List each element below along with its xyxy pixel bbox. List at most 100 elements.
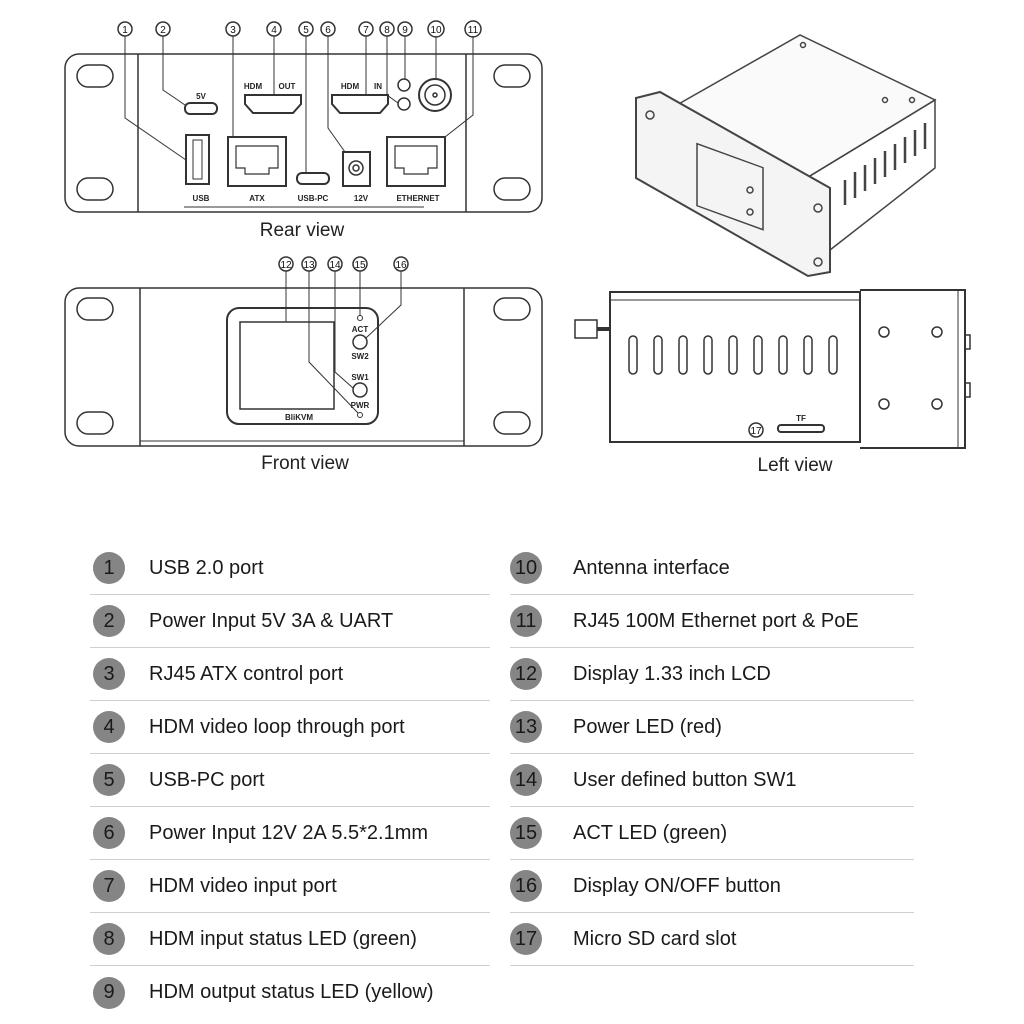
- mount-hole: [76, 177, 114, 201]
- isometric-view: [635, 34, 937, 278]
- legend-item: 3 RJ45 ATX control port: [90, 648, 490, 701]
- legend-text: RJ45 100M Ethernet port & PoE: [573, 609, 859, 632]
- lcd-screen: [239, 321, 335, 410]
- label-pwr: PWR: [351, 401, 370, 410]
- callout-1: 1: [122, 25, 128, 36]
- legend-text: Power Input 5V 3A & UART: [149, 609, 394, 632]
- legend-text: HDM video input port: [149, 874, 337, 897]
- legend-item: 16 Display ON/OFF button: [510, 860, 914, 913]
- callout-8: 8: [384, 25, 390, 36]
- label-hdmi-in-a: HDM: [341, 82, 360, 91]
- number-badge: 16: [510, 870, 542, 902]
- sw1-button: [352, 382, 368, 398]
- number-badge: 14: [510, 764, 542, 796]
- number-badge: 8: [93, 923, 125, 955]
- number-badge: 9: [93, 976, 125, 1009]
- usb-c-pc-port: [296, 172, 330, 185]
- rear-view: 5V USB ATX HDM OUT USB-PC 12V HDM IN ETH…: [64, 20, 543, 241]
- callout-7: 7: [363, 25, 369, 36]
- callout-6: 6: [325, 25, 331, 36]
- number-badge: 1: [93, 552, 125, 584]
- number-badge: 6: [93, 817, 125, 849]
- antenna-connector: [418, 78, 452, 112]
- number-badge: 3: [93, 658, 125, 690]
- legend-text: Power LED (red): [573, 715, 722, 738]
- legend-item: 14 User defined button SW1: [510, 754, 914, 807]
- label-usb: USB: [193, 194, 210, 203]
- rj45-atx-port: [227, 136, 287, 187]
- left-view-caption: Left view: [758, 455, 833, 476]
- legend-text: USB 2.0 port: [149, 556, 264, 579]
- label-hdmi-in-b: IN: [374, 82, 382, 91]
- number-badge: 4: [93, 711, 125, 743]
- usb-c-5v-port: [184, 102, 218, 115]
- callout-17: 17: [750, 426, 762, 437]
- label-usb-pc: USB-PC: [298, 194, 329, 203]
- legend-item: 10 Antenna interface: [510, 542, 914, 595]
- number-badge: 5: [93, 764, 125, 796]
- callout-9: 9: [402, 25, 408, 36]
- callout-14: 14: [329, 260, 341, 271]
- label-hdmi-out-b: OUT: [279, 82, 296, 91]
- legend-text: Display 1.33 inch LCD: [573, 662, 771, 685]
- label-ethernet: ETHERNET: [396, 194, 439, 203]
- rj45-ethernet-port: [386, 136, 446, 187]
- usb-a-port: [185, 134, 210, 185]
- legend-item: 15 ACT LED (green): [510, 807, 914, 860]
- legend-item: 7 HDM video input port: [90, 860, 490, 913]
- left-side-body: [609, 291, 861, 443]
- mount-hole: [493, 64, 531, 88]
- label-act: ACT: [352, 325, 369, 334]
- hdmi-output-led: [397, 78, 411, 92]
- front-view: BliKVM ACT SW2 SW1 PWR 12 13 14 15 16 Fr…: [64, 256, 543, 474]
- callout-4: 4: [271, 25, 277, 36]
- rear-callouts: 1 2 3 4 5 6 7 8 9 10 11: [117, 20, 482, 38]
- label-tf: TF: [796, 414, 806, 423]
- legend-item: 6 Power Input 12V 2A 5.5*2.1mm: [90, 807, 490, 860]
- antenna-connector-side: [574, 319, 610, 339]
- number-badge: 13: [510, 711, 542, 743]
- legend-text: HDM input status LED (green): [149, 927, 417, 950]
- tf-card-slot: [777, 424, 825, 433]
- dc-12v-jack: [342, 151, 371, 187]
- callout-11: 11: [468, 25, 479, 36]
- hdmi-in-port: [331, 94, 389, 114]
- callout-5: 5: [303, 25, 309, 36]
- label-5v: 5V: [196, 92, 206, 101]
- legend-text: HDM video loop through port: [149, 715, 405, 738]
- legend-item: 13 Power LED (red): [510, 701, 914, 754]
- number-badge: 10: [510, 552, 542, 584]
- number-badge: 7: [93, 870, 125, 902]
- legend-item: 4 HDM video loop through port: [90, 701, 490, 754]
- brand-label: BliKVM: [285, 413, 313, 422]
- rear-panel-outline: [64, 53, 543, 213]
- mount-hole: [76, 64, 114, 88]
- number-badge: 15: [510, 817, 542, 849]
- front-view-caption: Front view: [261, 453, 349, 474]
- legend-item: 1 USB 2.0 port: [90, 542, 490, 595]
- callout-10: 10: [430, 25, 442, 36]
- legend-text: ACT LED (green): [573, 821, 728, 844]
- legend-text: User defined button SW1: [573, 768, 797, 791]
- legend-text: Power Input 12V 2A 5.5*2.1mm: [149, 821, 429, 844]
- rear-view-caption: Rear view: [260, 220, 345, 241]
- label-sw2: SW2: [351, 352, 369, 361]
- callout-12: 12: [280, 260, 292, 271]
- mount-hole: [493, 177, 531, 201]
- left-view: TF 17 Left view: [574, 289, 971, 476]
- legend-text: Display ON/OFF button: [573, 874, 781, 897]
- act-led: [357, 315, 363, 321]
- legend-item: 8 HDM input status LED (green): [90, 913, 490, 966]
- legend-text: RJ45 ATX control port: [149, 662, 344, 685]
- hdmi-input-led: [397, 97, 411, 111]
- callout-2: 2: [160, 25, 166, 36]
- callout-16: 16: [395, 260, 407, 271]
- label-sw1: SW1: [351, 373, 369, 382]
- number-badge: 12: [510, 658, 542, 690]
- legend-text: Antenna interface: [573, 556, 730, 579]
- hdmi-out-port: [244, 94, 302, 114]
